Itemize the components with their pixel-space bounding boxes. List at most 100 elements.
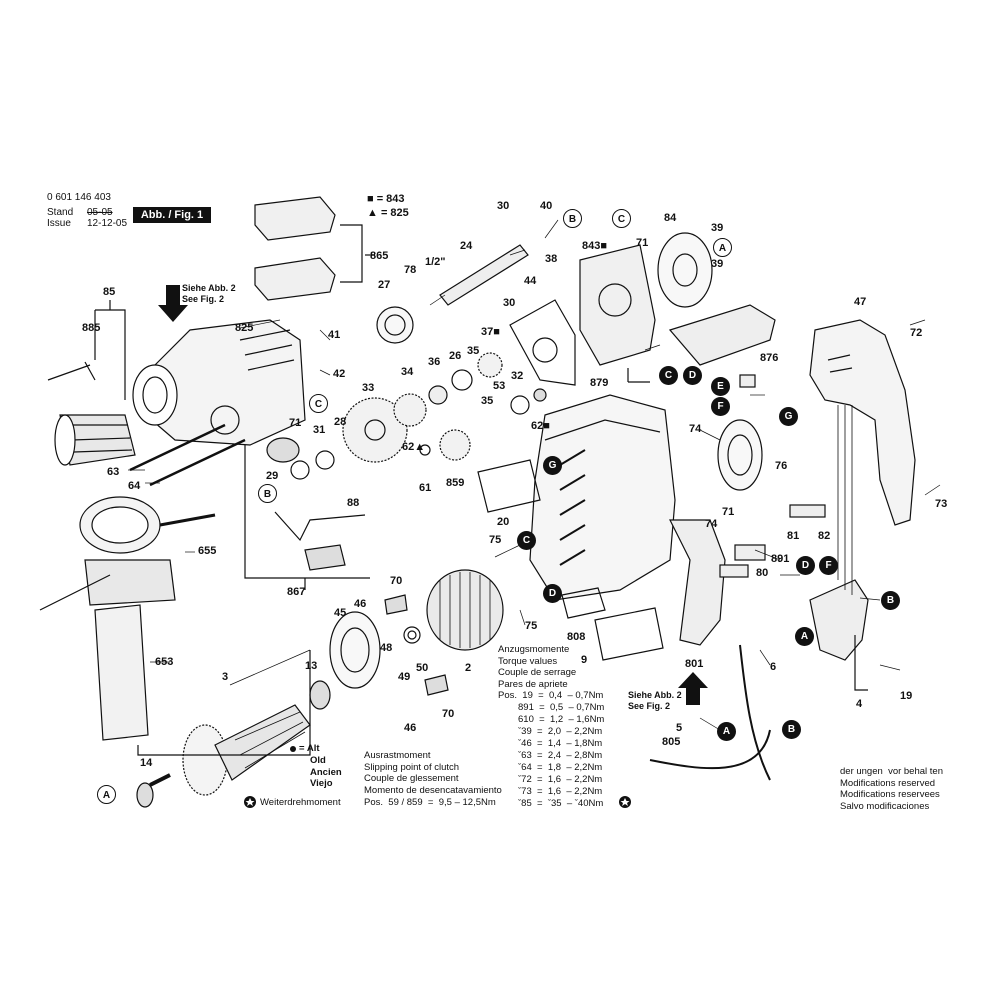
alt-legend-symbol: = Alt: [299, 743, 320, 754]
part-label: 81: [787, 530, 800, 542]
part-label: 53: [493, 380, 506, 392]
see-fig2-arrow-top: [158, 285, 188, 322]
ref-marker-c: C: [659, 366, 678, 385]
part-label: 30: [497, 200, 510, 212]
part-label: 38: [545, 253, 558, 265]
ref-marker-a: A: [713, 238, 732, 257]
part-label: 655: [198, 545, 217, 557]
torque-row: 610 = 1,2 – 1,6Nm: [518, 714, 605, 725]
part-label: 76: [775, 460, 788, 472]
part-label: 865: [370, 250, 389, 262]
part-label: 73: [935, 498, 948, 510]
part-label: 46: [354, 598, 367, 610]
part-label: 64: [128, 480, 141, 492]
part-label: 47: [854, 296, 867, 308]
part-label: 49: [398, 671, 411, 683]
part-label: 867: [287, 586, 306, 598]
part-label: 70: [390, 575, 403, 587]
weiterdrehmoment-label: Weiterdrehmoment: [260, 797, 341, 808]
ref-marker-e: E: [711, 377, 730, 396]
clutch-value: Pos. 59 / 859 = 9,5 – 12,5Nm: [364, 797, 496, 808]
ref-marker-c: C: [309, 394, 328, 413]
ref-marker-a: A: [795, 627, 814, 646]
part-label: 805: [662, 736, 681, 748]
part-label: 801: [685, 658, 704, 670]
ref-marker-g: G: [543, 456, 562, 475]
ref-marker-c: C: [612, 209, 631, 228]
part-label: 75: [525, 620, 538, 632]
gear-housing-drawing: [132, 319, 306, 446]
part-label: 1/2": [425, 256, 446, 268]
part-label: 71: [289, 417, 302, 429]
part-label: 891: [771, 553, 790, 565]
legend-triangle-row: ▲ = 825: [367, 207, 409, 219]
part-label: 80: [756, 567, 769, 579]
legend-square-row: ■ = 843: [367, 193, 405, 205]
part-label: 72: [910, 327, 923, 339]
part-label: 5: [676, 722, 683, 734]
torque-row: ˇ85 = ˇ35 – ˇ40Nm: [518, 798, 604, 809]
part-label: 71: [636, 237, 649, 249]
part-label: 24: [460, 240, 473, 252]
part-label: 32: [511, 370, 524, 382]
part-label: 44: [524, 275, 537, 287]
part-number: 0 601 146 403: [47, 192, 111, 203]
part-label: 885: [82, 322, 101, 334]
part-label: 29: [266, 470, 279, 482]
stand-date: 05-05: [87, 207, 113, 218]
part-label: 82: [818, 530, 831, 542]
torque-row: ˇ73 = 1,6 – 2,2Nm: [518, 786, 603, 797]
ref-marker-c: C: [517, 531, 536, 550]
alt-legend-lines: Old Ancien Viejo: [310, 755, 342, 790]
part-label: 75: [489, 534, 502, 546]
part-label: 85: [103, 286, 116, 298]
side-handle-drawing: [39, 496, 216, 741]
part-label: 19: [900, 690, 913, 702]
chuck-drawing: [47, 361, 136, 466]
part-label: 46: [404, 722, 417, 734]
figure-label: Abb. / Fig. 1: [133, 207, 211, 223]
motor-housing-drawing: [529, 394, 726, 646]
part-label: 26: [449, 350, 462, 362]
see-fig2-note-bottom: Siehe Abb. 2 See Fig. 2: [628, 690, 682, 711]
part-label: 48: [380, 642, 393, 654]
legend-square-ref: = 843: [376, 193, 405, 205]
ref-marker-f: F: [819, 556, 838, 575]
part-label: 825: [235, 322, 254, 334]
part-label: 61: [419, 482, 432, 494]
ref-marker-b: B: [563, 209, 582, 228]
part-label: 37■: [481, 326, 500, 338]
part-label: 20: [497, 516, 510, 528]
issue-date: 12-12-05: [87, 218, 128, 229]
part-label: 34: [401, 366, 414, 378]
part-label: 74: [689, 423, 702, 435]
ref-marker-d: D: [796, 556, 815, 575]
part-label: 88: [347, 497, 360, 509]
part-label: 71: [722, 506, 735, 518]
part-label: 30: [503, 297, 516, 309]
torque-row: ˇ63 = 2,4 – 2,8Nm: [518, 750, 603, 761]
see-fig2-arrow-bottom: [678, 672, 708, 705]
part-label: 3: [222, 671, 229, 683]
part-label: 74: [705, 518, 718, 530]
part-label: 28: [334, 416, 347, 428]
part-label: 35: [481, 395, 494, 407]
part-label: 50: [416, 662, 429, 674]
torque-row: ˇ46 = 1,4 – 1,8Nm: [518, 738, 603, 749]
torque-row: Pos. 19 = 0,4 – 0,7Nm: [498, 690, 604, 701]
part-label: 4: [856, 698, 863, 710]
ref-marker-b: B: [782, 720, 801, 739]
part-label: 9: [581, 654, 588, 666]
part-label: 876: [760, 352, 779, 364]
part-label: 859: [446, 477, 465, 489]
part-label: 879: [590, 377, 609, 389]
see-fig2-note-top: Siehe Abb. 2 See Fig. 2: [182, 283, 236, 304]
part-label: 27: [378, 279, 391, 291]
torque-row: ˇ39 = 2,0 – 2,2Nm: [518, 726, 603, 737]
part-label: 13: [305, 660, 318, 672]
part-label: 33: [362, 382, 375, 394]
ref-marker-a: A: [717, 722, 736, 741]
part-label: 41: [328, 329, 341, 341]
